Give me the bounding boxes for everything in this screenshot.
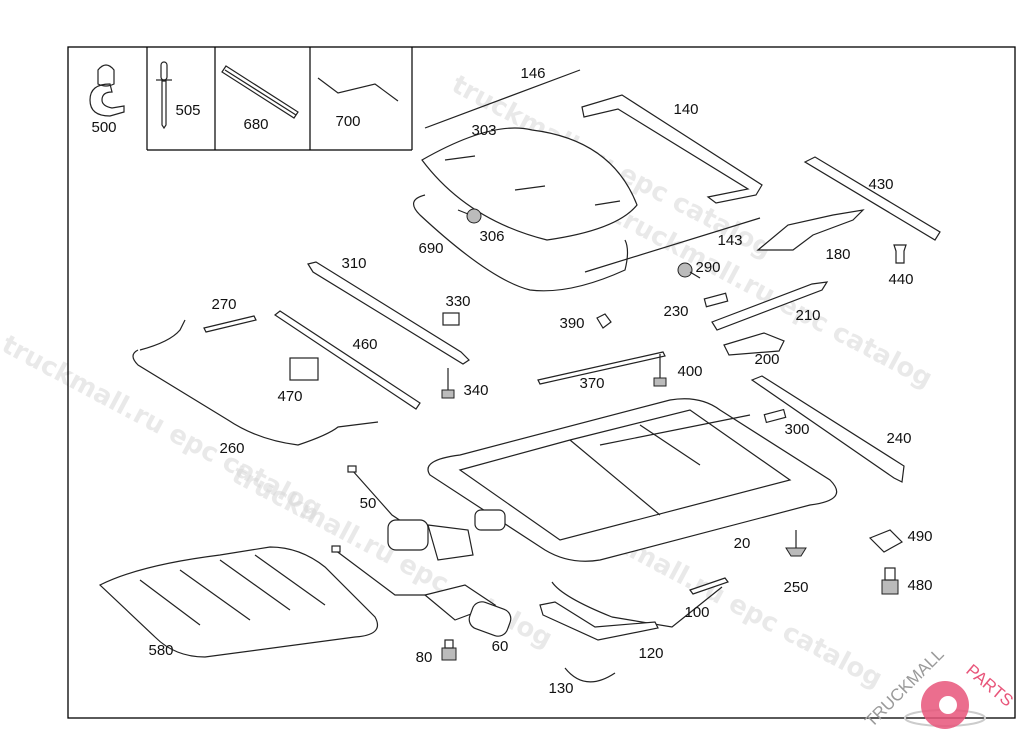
part-20-sunroof-frame — [427, 398, 838, 562]
part-303-glass-panel — [421, 127, 638, 241]
part-number-60: 60 — [492, 638, 509, 655]
part-330-clip — [442, 312, 460, 326]
part-number-490: 490 — [907, 528, 932, 545]
part-306-bolt — [457, 208, 482, 224]
part-470-bracket — [289, 357, 319, 381]
part-number-250: 250 — [783, 579, 808, 596]
part-number-303: 303 — [471, 122, 496, 139]
part-number-690: 690 — [418, 240, 443, 257]
part-146-strip — [424, 69, 581, 129]
part-number-290: 290 — [695, 259, 720, 276]
part-60-motor — [423, 584, 512, 637]
rivet-icon — [156, 61, 172, 130]
part-number-330: 330 — [445, 293, 470, 310]
logo-text-right: PARTS — [962, 661, 1016, 711]
part-number-120: 120 — [638, 645, 663, 662]
part-390-clip — [596, 313, 612, 329]
part-number-460: 460 — [352, 336, 377, 353]
diagram-frame — [67, 46, 1016, 719]
part-number-680: 680 — [243, 116, 268, 133]
part-number-270: 270 — [211, 296, 236, 313]
part-460-seal — [273, 310, 421, 410]
part-motor-upper — [387, 509, 506, 561]
part-number-306: 306 — [479, 228, 504, 245]
part-210-arm — [711, 281, 829, 331]
part-number-100: 100 — [684, 604, 709, 621]
part-250-screw — [785, 530, 807, 557]
part-number-440: 440 — [888, 271, 913, 288]
part-120-seal — [539, 601, 659, 641]
part-130-clip — [564, 667, 616, 683]
part-370-strip — [537, 351, 666, 385]
part-number-146: 146 — [520, 65, 545, 82]
part-number-130: 130 — [548, 680, 573, 697]
part-labels: 500 505 680 700 146 140 303 430 306 690 … — [91, 65, 932, 697]
part-number-580: 580 — [148, 642, 173, 659]
part-number-300: 300 — [784, 421, 809, 438]
part-580-liner — [98, 546, 379, 658]
part-340-screw — [441, 368, 455, 399]
part-number-700: 700 — [335, 113, 360, 130]
part-number-480: 480 — [907, 577, 932, 594]
part-400-screw — [653, 354, 667, 387]
part-number-200: 200 — [754, 351, 779, 368]
part-180-bracket — [756, 209, 865, 251]
part-number-230: 230 — [663, 303, 688, 320]
part-240-rail — [750, 375, 905, 483]
part-690-seal — [413, 194, 629, 292]
part-number-140: 140 — [673, 101, 698, 118]
part-number-180: 180 — [825, 246, 850, 263]
part-310-rail — [307, 261, 470, 365]
part-300-pad — [763, 408, 787, 424]
part-number-500: 500 — [91, 119, 116, 136]
wire-bracket-icon — [317, 77, 399, 102]
part-number-400: 400 — [677, 363, 702, 380]
part-number-505: 505 — [175, 102, 200, 119]
part-number-80: 80 — [416, 649, 433, 666]
part-number-390: 390 — [559, 315, 584, 332]
part-440-pin — [893, 244, 907, 264]
part-480-nut — [881, 567, 899, 595]
part-number-310: 310 — [341, 255, 366, 272]
part-number-240: 240 — [886, 430, 911, 447]
part-430-rail — [803, 156, 941, 241]
part-number-370: 370 — [579, 375, 604, 392]
part-100-cable — [551, 577, 729, 628]
part-290-screw — [677, 262, 701, 279]
part-490-clip — [868, 529, 903, 553]
part-number-50: 50 — [360, 495, 377, 512]
part-260-cable-frame — [132, 319, 379, 446]
part-number-430: 430 — [868, 176, 893, 193]
part-cable-lower — [331, 545, 425, 596]
part-230-clip — [703, 292, 729, 308]
part-number-340: 340 — [463, 382, 488, 399]
part-number-260: 260 — [219, 440, 244, 457]
part-number-210: 210 — [795, 307, 820, 324]
part-number-470: 470 — [277, 388, 302, 405]
part-number-143: 143 — [717, 232, 742, 249]
inset-boxes — [146, 47, 413, 151]
part-143-strip — [584, 217, 761, 273]
part-200-guide — [723, 332, 785, 356]
clip-icon — [89, 64, 125, 117]
part-80-nut — [441, 639, 457, 661]
seal-strip-icon — [221, 65, 299, 119]
part-270-bracket — [203, 315, 257, 333]
part-number-20: 20 — [734, 535, 751, 552]
part-140-rail — [581, 94, 763, 204]
